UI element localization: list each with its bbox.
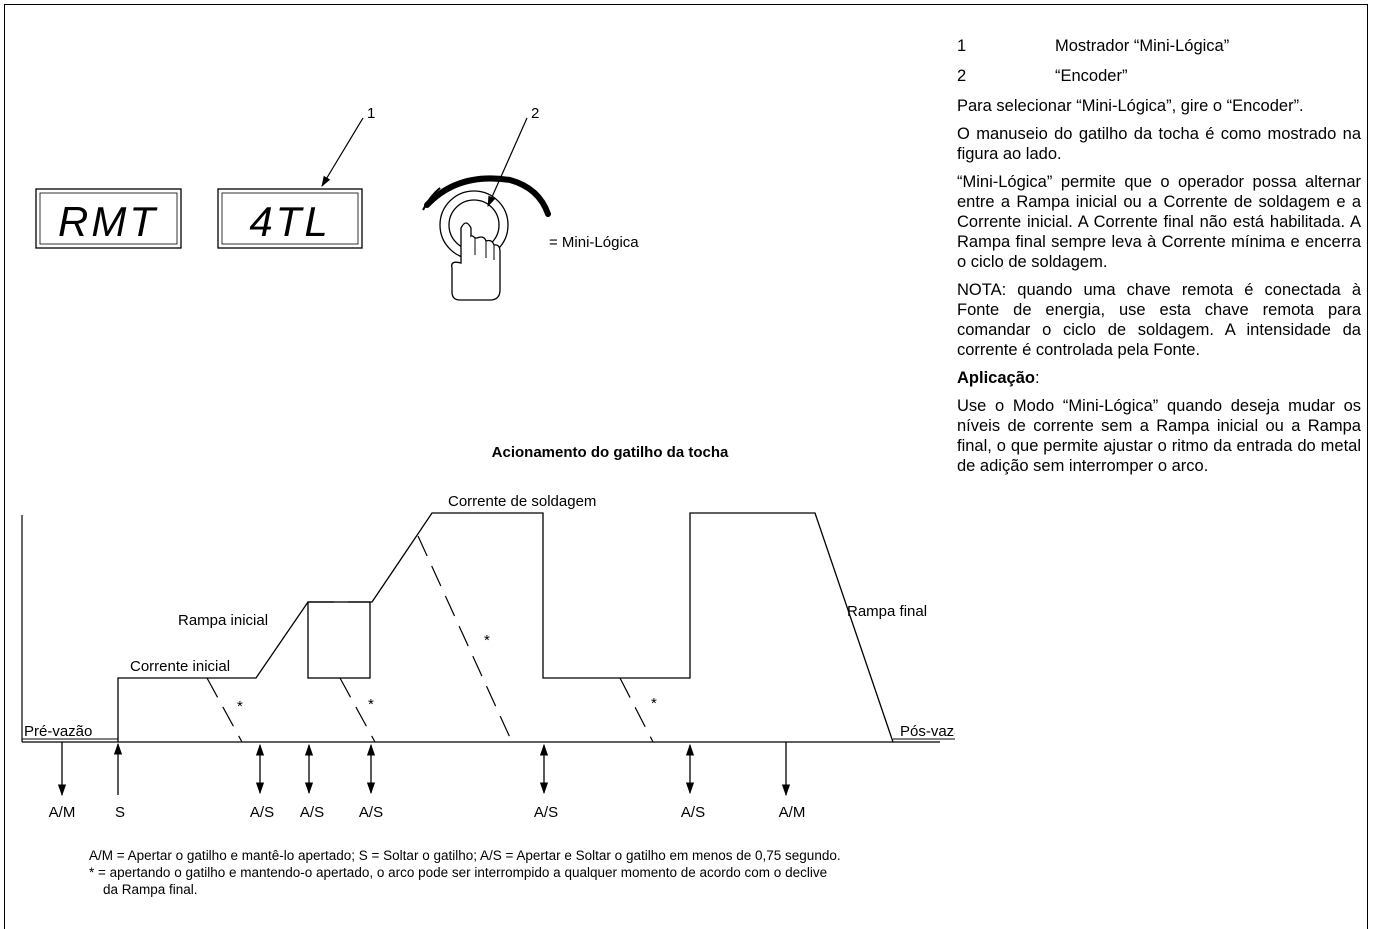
display-left-text: RMT — [58, 198, 158, 245]
application-heading-line: Aplicação: — [957, 368, 1361, 388]
paragraph-description: “Mini-Lógica” permite que o operador pos… — [957, 173, 1361, 271]
initial-ramp-box — [307, 601, 371, 679]
legend-item-2: 2 “Encoder” — [957, 66, 1361, 86]
paragraph-handling: O manuseio do gatilho da tocha é como mo… — [957, 125, 1361, 163]
trigger-arrows — [57, 742, 791, 797]
label-welding-current: Corrente de soldagem — [448, 493, 596, 510]
label-pre-flow: Pré-vazão — [24, 723, 92, 740]
trigger-label: A/M — [779, 804, 806, 821]
paragraph-note: NOTA: quando uma chave remota é conectad… — [957, 281, 1361, 359]
asterisk-3: * — [484, 632, 490, 649]
trigger-label: S — [115, 804, 125, 821]
callout-2-line — [487, 117, 528, 207]
application-colon: : — [1034, 369, 1040, 387]
asterisk-2: * — [368, 696, 374, 713]
legend-text: Mostrador “Mini-Lógica” — [1055, 37, 1230, 55]
legend-item-1: 1 Mostrador “Mini-Lógica” — [957, 36, 1361, 56]
paragraph-application: Use o Modo “Mini-Lógica” quando deseja m… — [957, 397, 1361, 475]
diagram-canvas: RMT 4TL 1 2 = Mini-Lógica Acionamento do… — [21, 105, 955, 821]
interruption-dashes — [206, 535, 654, 743]
display-left: RMT — [35, 188, 182, 249]
interrupt-dash — [417, 535, 513, 743]
legend-text: “Encoder” — [1055, 67, 1128, 85]
footnote-line-3: da Rampa final. — [103, 882, 198, 897]
asterisk-4: * — [651, 695, 657, 712]
footnote: A/M = Apertar o gatilho e mantê-lo apert… — [89, 847, 841, 898]
label-post-flow: Pós-vazão — [900, 723, 955, 740]
trigger-label: A/M — [49, 804, 76, 821]
trigger-label: A/S — [681, 804, 705, 821]
interrupt-dash — [339, 677, 376, 743]
label-initial-current: Corrente inicial — [130, 658, 230, 675]
legend-number: 2 — [957, 67, 967, 85]
page-frame — [4, 4, 1368, 929]
mini-logic-label: = Mini-Lógica — [549, 234, 639, 251]
footnote-line-1: A/M = Apertar o gatilho e mantê-lo apert… — [89, 848, 841, 863]
label-initial-ramp: Rampa inicial — [178, 612, 268, 629]
legend-number: 1 — [957, 37, 967, 55]
application-heading: Aplicação — [957, 369, 1035, 387]
paragraph-select: Para selecionar “Mini-Lógica”, gire o “E… — [957, 97, 1304, 115]
asterisk-1: * — [237, 698, 243, 715]
interrupt-dash — [619, 677, 654, 743]
trigger-label: A/S — [359, 804, 383, 821]
callout-2-number: 2 — [531, 105, 539, 122]
label-final-ramp: Rampa final — [847, 603, 927, 620]
trigger-label: A/S — [300, 804, 324, 821]
display-right: 4TL — [217, 188, 363, 249]
timing-diagram-title: Acionamento do gatilho da tocha — [492, 444, 729, 461]
current-profile-line-2 — [348, 512, 894, 743]
trigger-label: A/S — [534, 804, 558, 821]
callout-1-line — [321, 117, 364, 187]
interrupt-dash — [206, 677, 243, 743]
display-right-text: 4TL — [249, 198, 330, 245]
hand-pointer-icon — [451, 222, 501, 301]
trigger-label: A/S — [250, 804, 274, 821]
trigger-labels: A/M S A/S A/S A/S A/S A/S A/M — [49, 804, 806, 821]
callout-1-number: 1 — [367, 105, 375, 122]
footnote-line-2: * = apertando o gatilho e mantendo-o ape… — [89, 865, 828, 880]
side-panel: 1 Mostrador “Mini-Lógica” 2 “Encoder” Pa… — [957, 36, 1361, 484]
